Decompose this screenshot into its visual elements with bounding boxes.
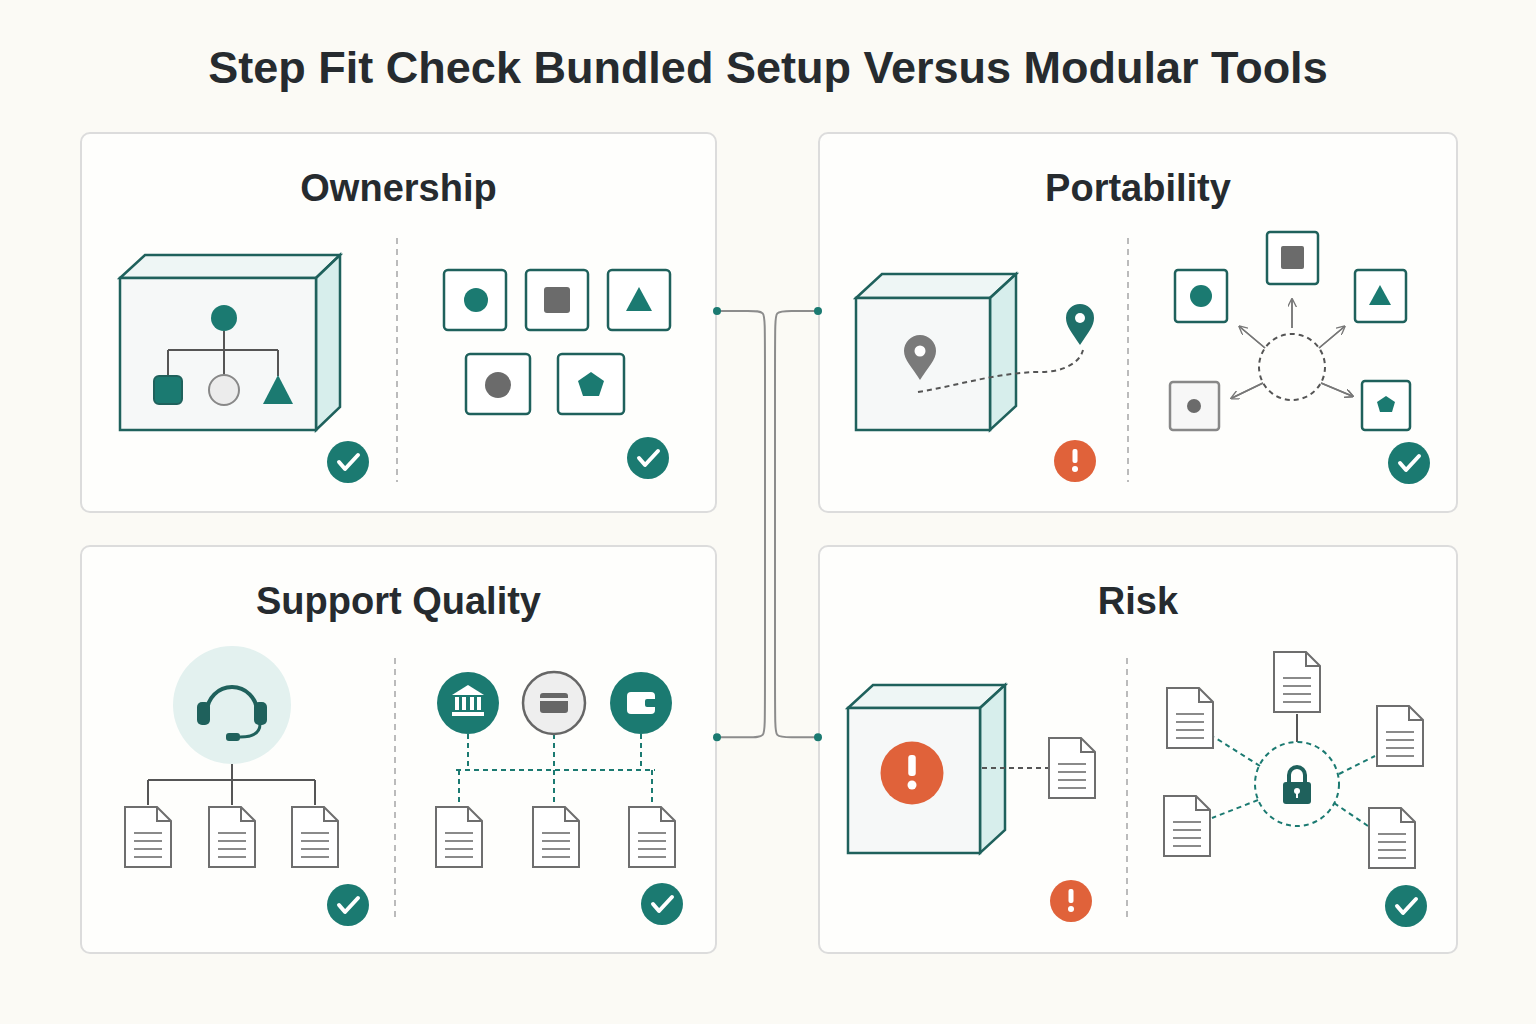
panel-heading: Ownership — [82, 164, 715, 212]
comparison-panel: Portability — [818, 132, 1458, 513]
bracket-connector — [717, 311, 765, 737]
panel-heading: Portability — [820, 164, 1456, 212]
panel-heading: Support Quality — [82, 577, 715, 625]
comparison-panel: Ownership — [80, 132, 717, 513]
panel-heading: Risk — [820, 577, 1456, 625]
comparison-panel: Risk — [818, 545, 1458, 954]
comparison-panel: Support Quality — [80, 545, 717, 954]
bracket-connector — [775, 311, 818, 737]
diagram-title: Step Fit Check Bundled Setup Versus Modu… — [0, 40, 1536, 96]
